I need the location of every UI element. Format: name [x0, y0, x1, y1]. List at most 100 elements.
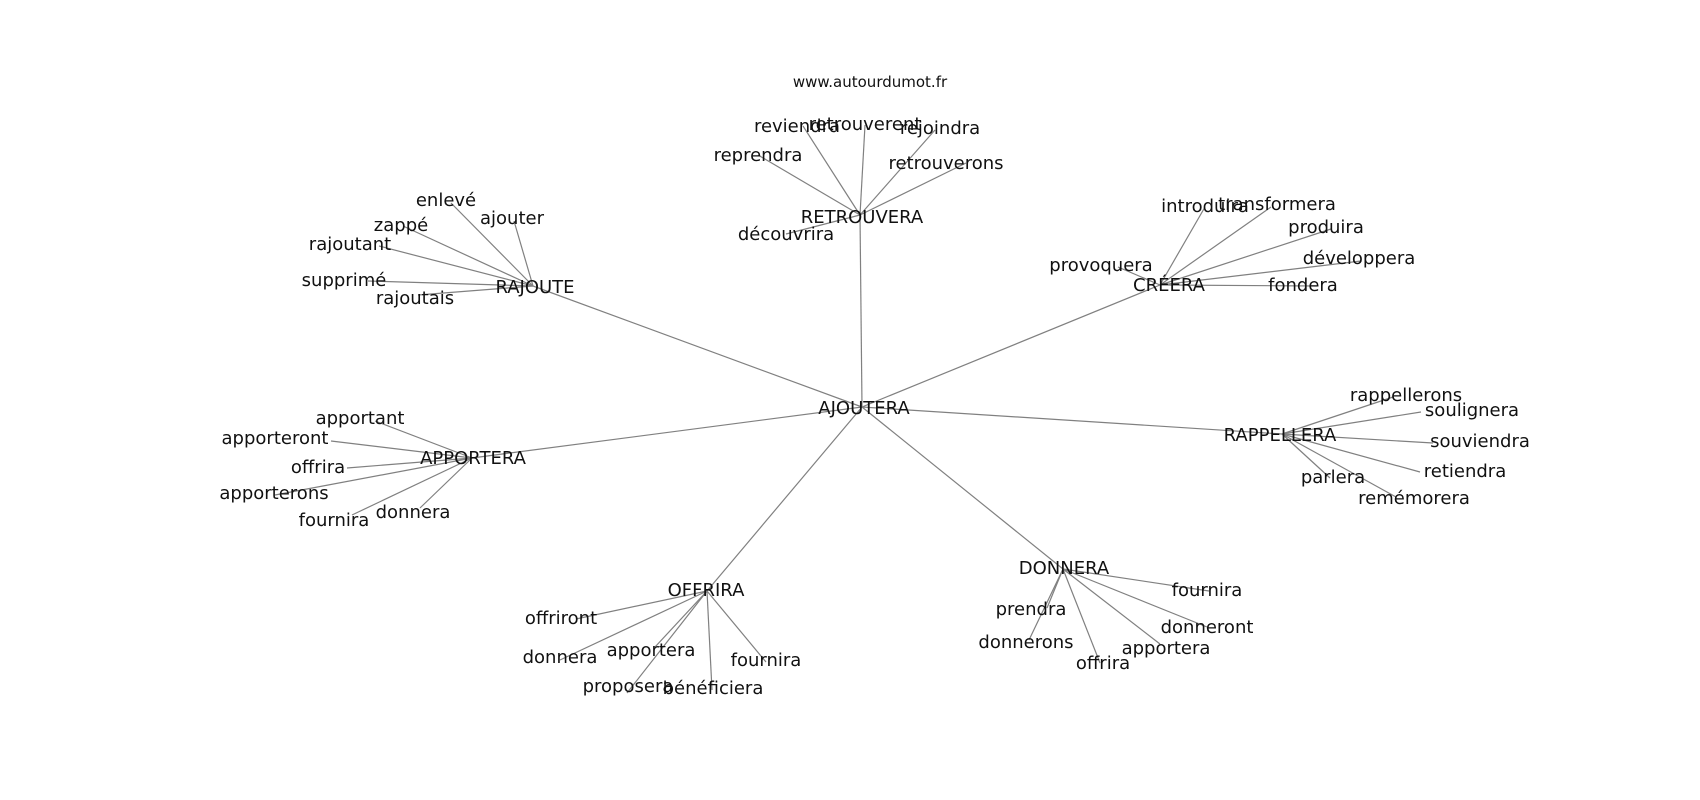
edge-hub-to-leaf — [374, 420, 473, 459]
edge-hub-to-leaf — [367, 280, 534, 287]
edge-center-to-hub — [532, 285, 863, 408]
watermark: www.autourdumot.fr — [792, 73, 948, 91]
leaf-node-label: retrouverons — [888, 153, 1003, 174]
hub-node-label: RAJOUTE — [495, 277, 574, 298]
edge-hub-to-leaf — [706, 590, 713, 691]
leaf-node-label: prendra — [996, 599, 1067, 620]
hub-node-label: OFFRIRA — [668, 580, 745, 601]
edge-hub-to-leaf — [859, 129, 936, 216]
leaf-node-label: provoquera — [1049, 255, 1152, 276]
leaf-node-label: fondera — [1268, 275, 1338, 296]
edges-layer — [274, 124, 1434, 694]
edge-hub-to-leaf — [1281, 433, 1421, 473]
leaf-node-label: reviendra — [754, 116, 840, 137]
edge-center-to-hub — [861, 406, 1064, 570]
hub-node-label: DONNERA — [1019, 558, 1110, 579]
edge-hub-to-leaf — [1159, 260, 1362, 286]
hub-node-label: RAPPELLERA — [1224, 425, 1337, 446]
leaf-node-label: rappellerons — [1350, 385, 1462, 406]
leaf-node-label: fournira — [731, 650, 802, 671]
edge-hub-to-leaf — [1281, 433, 1331, 479]
leaf-node-label: reprendra — [714, 145, 803, 166]
edge-hub-to-leaf — [513, 220, 534, 287]
edge-center-to-hub — [471, 406, 863, 459]
edge-hub-to-leaf — [1159, 284, 1318, 287]
leaf-node-label: ajouter — [480, 208, 545, 229]
edge-hub-to-leaf — [802, 125, 861, 216]
hub-node-label: RETROUVERA — [801, 207, 924, 228]
edge-hub-to-leaf — [450, 202, 534, 287]
edge-hub-to-leaf — [378, 245, 534, 287]
edge-center-to-hub — [861, 406, 1283, 435]
leaf-node-label: offriront — [525, 608, 597, 629]
edge-hub-to-leaf — [402, 225, 534, 287]
edge-hub-to-leaf — [1062, 568, 1101, 664]
center-node-label: AJOUTERA — [818, 398, 910, 419]
leaf-node-label: apporteront — [222, 428, 329, 449]
edge-hub-to-leaf — [417, 285, 534, 296]
edge-hub-to-leaf — [1062, 568, 1208, 628]
leaf-node-label: apportant — [316, 408, 405, 429]
leaf-node-label: soulignera — [1425, 400, 1519, 421]
hub-node-label: APPORTERA — [420, 448, 527, 469]
leaf-node-label: produira — [1288, 217, 1364, 238]
leaf-node-label: fournira — [299, 510, 370, 531]
edge-hub-to-leaf — [757, 154, 861, 216]
leaf-node-label: découvrira — [738, 224, 834, 245]
edge-center-to-hub — [859, 214, 863, 408]
leaf-node-label: parlera — [1301, 467, 1365, 488]
edge-hub-to-leaf — [859, 162, 967, 216]
leaf-node-label: apporterons — [219, 483, 328, 504]
edge-hub-to-leaf — [1281, 411, 1422, 435]
leaf-node-label: donnera — [523, 647, 598, 668]
leaf-node-label: rajoutais — [376, 288, 454, 309]
edge-hub-to-leaf — [859, 124, 866, 216]
edge-hub-to-leaf — [1062, 568, 1210, 592]
leaf-node-label: donneront — [1161, 617, 1254, 638]
edge-hub-to-leaf — [1281, 433, 1397, 498]
edge-hub-to-leaf — [1281, 433, 1434, 444]
leaf-node-label: proposera — [583, 676, 674, 697]
edge-center-to-hub — [706, 406, 863, 592]
leaf-node-label: offrira — [1076, 653, 1130, 674]
leaf-node-label: rajoutant — [309, 234, 391, 255]
hub-node-label: CRÉERA — [1133, 274, 1206, 296]
edge-hub-to-leaf — [1159, 206, 1206, 286]
leaf-node-label: introduira — [1161, 196, 1249, 217]
leaf-node-label: retiendra — [1424, 461, 1506, 482]
edge-hub-to-leaf — [626, 590, 708, 694]
edge-hub-to-leaf — [274, 457, 473, 496]
edge-hub-to-leaf — [351, 457, 473, 516]
edge-hub-to-leaf — [346, 457, 473, 469]
leaf-node-label: apportera — [1122, 638, 1211, 659]
edge-hub-to-leaf — [785, 214, 861, 235]
edge-hub-to-leaf — [330, 440, 473, 459]
edge-hub-to-leaf — [706, 590, 767, 663]
edge-center-to-hub — [861, 284, 1161, 408]
leaf-node-label: apportera — [607, 640, 696, 661]
leaf-node-label: enlevé — [416, 190, 476, 211]
edge-hub-to-leaf — [1028, 568, 1064, 641]
edge-hub-to-leaf — [419, 457, 473, 509]
leaf-node-label: bénéficiera — [663, 678, 764, 699]
leaf-node-label: supprimé — [302, 270, 387, 291]
leaf-node-label: souviendra — [1430, 431, 1530, 452]
leaf-node-label: retrouverent — [809, 114, 922, 135]
leaf-node-label: zappé — [374, 215, 428, 236]
edge-hub-to-leaf — [1159, 206, 1272, 286]
leaf-node-label: développera — [1303, 248, 1416, 269]
edge-hub-to-leaf — [575, 590, 708, 620]
edge-hub-to-leaf — [1281, 396, 1394, 435]
edge-hub-to-leaf — [1159, 228, 1332, 286]
edge-hub-to-leaf — [1117, 266, 1161, 286]
leaf-node-label: donnera — [376, 502, 451, 523]
leaf-node-label: offrira — [291, 457, 345, 478]
leaf-node-label: fournira — [1172, 580, 1243, 601]
leaf-node-label: donnerons — [978, 632, 1073, 653]
edge-hub-to-leaf — [654, 590, 708, 648]
edge-hub-to-leaf — [559, 590, 708, 661]
leaf-node-label: remémorera — [1358, 488, 1470, 509]
